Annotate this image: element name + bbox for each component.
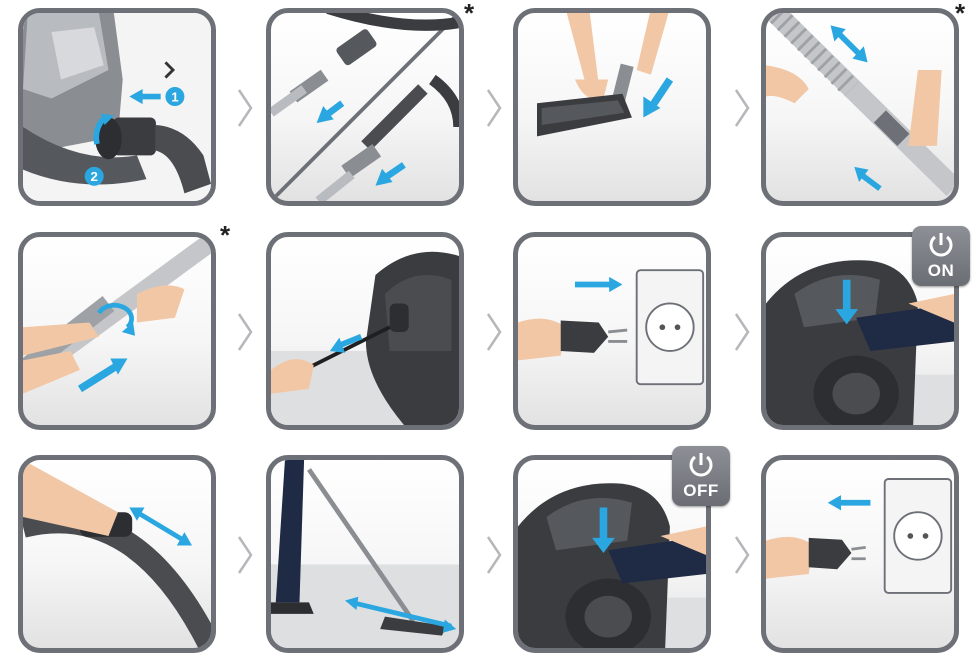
step-6-pull-cord-panel xyxy=(266,232,464,430)
power-on-button: ON xyxy=(912,226,970,286)
step-2-attach-tube-panel xyxy=(266,8,464,206)
step-1-connect-hose-panel: 1 2 xyxy=(18,8,216,206)
next-step-chevron-icon xyxy=(734,535,750,575)
next-step-chevron-icon xyxy=(734,312,750,352)
step-7-illustration xyxy=(518,237,706,425)
step-12-unplug-panel xyxy=(761,455,959,653)
step-12-illustration xyxy=(766,460,954,648)
step-3-attach-floor-nozzle-panel xyxy=(513,8,711,206)
step-9-illustration xyxy=(23,460,211,648)
step-1-illustration: 1 2 xyxy=(23,13,211,201)
next-step-chevron-icon xyxy=(237,535,253,575)
step-badge-1-label: 1 xyxy=(171,89,179,104)
power-off-button: OFF xyxy=(672,446,730,506)
step-6-illustration xyxy=(271,237,459,425)
next-step-chevron-icon xyxy=(734,88,750,128)
step-9-adjust-suction-panel xyxy=(18,455,216,653)
optional-accessory-marker: * xyxy=(464,0,474,26)
step-badge-2-label: 2 xyxy=(91,169,98,184)
power-on-label: ON xyxy=(912,261,970,281)
power-icon xyxy=(687,451,715,479)
power-icon xyxy=(927,231,955,259)
step-5-illustration xyxy=(23,237,211,425)
step-2-illustration xyxy=(271,13,459,201)
next-step-chevron-icon xyxy=(486,88,502,128)
step-4-adjust-tube-length-panel xyxy=(761,8,959,206)
next-step-chevron-icon xyxy=(237,88,253,128)
step-5-twist-tube-panel xyxy=(18,232,216,430)
step-4-illustration xyxy=(766,13,954,201)
optional-accessory-marker: * xyxy=(955,0,965,26)
next-step-chevron-icon xyxy=(237,312,253,352)
optional-accessory-marker: * xyxy=(220,222,230,248)
step-10-vacuuming-panel xyxy=(266,455,464,653)
step-3-illustration xyxy=(518,13,706,201)
next-step-chevron-icon xyxy=(486,312,502,352)
step-10-illustration xyxy=(271,460,459,648)
next-step-chevron-icon xyxy=(486,535,502,575)
power-off-label: OFF xyxy=(672,481,730,501)
step-7-plug-in-panel xyxy=(513,232,711,430)
